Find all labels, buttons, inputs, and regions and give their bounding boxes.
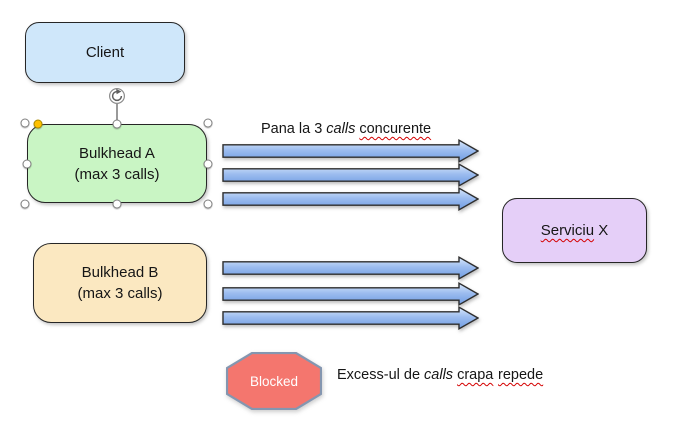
caption-bottom-italic-word: calls	[420, 367, 458, 383]
client-label: Client	[85, 44, 125, 61]
caption-concurrent-calls[interactable]: Pana la 3 calls concurente	[261, 120, 431, 138]
caption-bottom-text: Excess-ul de	[337, 367, 421, 383]
selection-handle-top-right[interactable]	[203, 118, 212, 128]
selection-handle-bottom-left[interactable]	[20, 199, 30, 209]
bulkhead-a-shape[interactable]: Bulkhead A (max 3 calls)	[27, 124, 207, 203]
service-x-label-rest: X	[594, 222, 609, 239]
blocked-label: Blocked	[249, 373, 299, 389]
caption-top-italic-word: calls	[322, 121, 360, 137]
caption-bottom-misspelled-word1: crapa	[457, 367, 494, 383]
rotate-handle-stem	[116, 104, 118, 120]
selection-handle-top-left[interactable]	[20, 118, 30, 127]
bulkhead-a-label-line1: Bulkhead A	[79, 144, 155, 162]
bulkhead-b-label-line2: (max 3 calls)	[77, 285, 163, 302]
client-shape[interactable]: Client	[25, 22, 185, 83]
caption-top-misspelled-word: concurente	[359, 121, 432, 137]
bulkhead-b-label-line1: Bulkhead B	[81, 264, 159, 281]
call-arrow-a1[interactable]	[222, 139, 479, 163]
caption-top-text: Pana la 3	[261, 121, 323, 137]
selection-handle-top-center[interactable]	[112, 119, 122, 129]
selection-handle-middle-left[interactable]	[22, 159, 31, 168]
call-arrow-b3[interactable]	[222, 306, 479, 330]
call-arrow-a3[interactable]	[222, 187, 479, 211]
selection-handle-bottom-center[interactable]	[112, 199, 122, 208]
bulkhead-a-label-line2: (max 3 calls)	[74, 165, 160, 183]
adjust-handle[interactable]	[33, 119, 43, 128]
caption-bottom-misspelled-word2: repede	[498, 367, 544, 383]
selection-handle-bottom-right[interactable]	[203, 199, 212, 209]
rotate-handle-icon[interactable]	[108, 87, 126, 105]
service-x-misspelled-word: Serviciu	[540, 222, 595, 239]
call-arrow-b2[interactable]	[222, 282, 479, 306]
bulkhead-b-shape[interactable]: Bulkhead B (max 3 calls)	[33, 243, 207, 323]
call-arrow-a2[interactable]	[222, 163, 479, 187]
service-x-shape[interactable]: Serviciu X	[502, 198, 647, 263]
blocked-octagon-shape[interactable]	[226, 352, 322, 410]
call-arrow-b1[interactable]	[222, 256, 479, 280]
service-x-label: Serviciu X	[541, 220, 609, 241]
selection-handle-middle-right[interactable]	[203, 159, 212, 168]
